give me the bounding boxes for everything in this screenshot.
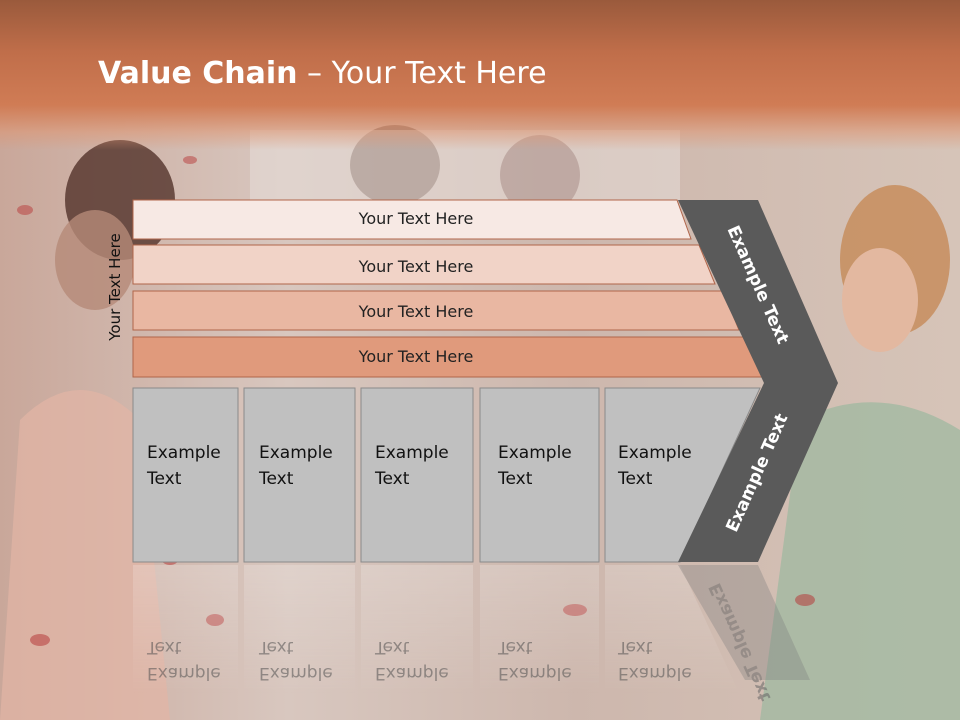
primary-box-2-line1: Example xyxy=(259,443,333,463)
primary-box-3-bg xyxy=(360,387,474,563)
support-row-4-label: Your Text Here xyxy=(358,347,474,366)
primary-box-5-line2: Text xyxy=(617,469,653,489)
support-row-1[interactable]: Your Text Here xyxy=(132,199,692,240)
support-row-3-bg xyxy=(132,290,740,331)
support-row-4[interactable]: Your Text Here xyxy=(132,336,764,378)
primary-box-1-bg xyxy=(132,387,239,563)
primary-box-1[interactable]: Example Text xyxy=(132,387,239,563)
reflection-box-5-line2: Text xyxy=(617,637,653,657)
primary-box-2-line2: Text xyxy=(258,469,294,489)
title-band xyxy=(0,0,960,150)
primary-box-1-line2: Text xyxy=(146,469,182,489)
reflection-box-1-line1: Example xyxy=(147,663,221,683)
support-row-2[interactable]: Your Text Here xyxy=(132,244,716,285)
support-row-2-label: Your Text Here xyxy=(358,257,474,276)
primary-box-4[interactable]: Example Text xyxy=(479,387,600,563)
reflection-box-1-line2: Text xyxy=(146,637,182,657)
reflection-box-2-line1: Example xyxy=(259,663,333,683)
reflection-box-3-line2: Text xyxy=(374,637,410,657)
support-row-2-bg xyxy=(132,244,716,285)
reflection-box-2-line2: Text xyxy=(258,637,294,657)
reflection-box-5-line1: Example xyxy=(618,663,692,683)
primary-box-5[interactable]: Example Text xyxy=(604,387,761,563)
reflection-box-3-line1: Example xyxy=(375,663,449,683)
primary-box-1-line1: Example xyxy=(147,443,221,463)
margin-chevron-upper xyxy=(678,200,838,383)
primary-box-2[interactable]: Example Text xyxy=(243,387,356,563)
support-row-3-label: Your Text Here xyxy=(358,302,474,321)
reflection-box-3 xyxy=(361,565,473,695)
primary-box-3-line1: Example xyxy=(375,443,449,463)
primary-box-4-line1: Example xyxy=(498,443,572,463)
primary-box-3[interactable]: Example Text xyxy=(360,387,474,563)
reflection-box-1 xyxy=(133,565,238,695)
primary-box-3-line2: Text xyxy=(374,469,410,489)
slide-title-bold: Value Chain xyxy=(98,56,298,91)
support-row-1-label: Your Text Here xyxy=(358,209,474,228)
diagram-reflection: Example Text Example Text Example Text E… xyxy=(133,565,810,704)
reflection-box-2 xyxy=(244,565,355,695)
slide-title: Value Chain – Your Text Here xyxy=(98,54,547,94)
reflection-box-4 xyxy=(480,565,599,695)
primary-box-4-bg xyxy=(479,387,600,563)
reflection-box-4-line2: Text xyxy=(497,637,533,657)
primary-box-5-line1: Example xyxy=(618,443,692,463)
primary-box-4-line2: Text xyxy=(497,469,533,489)
reflection-box-4-line1: Example xyxy=(498,663,572,683)
reflection-chevron xyxy=(678,565,810,680)
margin-chevron-lower xyxy=(678,383,838,562)
slide-title-rest: – Your Text Here xyxy=(297,56,547,91)
primary-box-2-bg xyxy=(243,387,356,563)
support-row-1-bg xyxy=(132,199,692,240)
support-row-3[interactable]: Your Text Here xyxy=(132,290,740,331)
reflection-box-5 xyxy=(605,565,740,695)
